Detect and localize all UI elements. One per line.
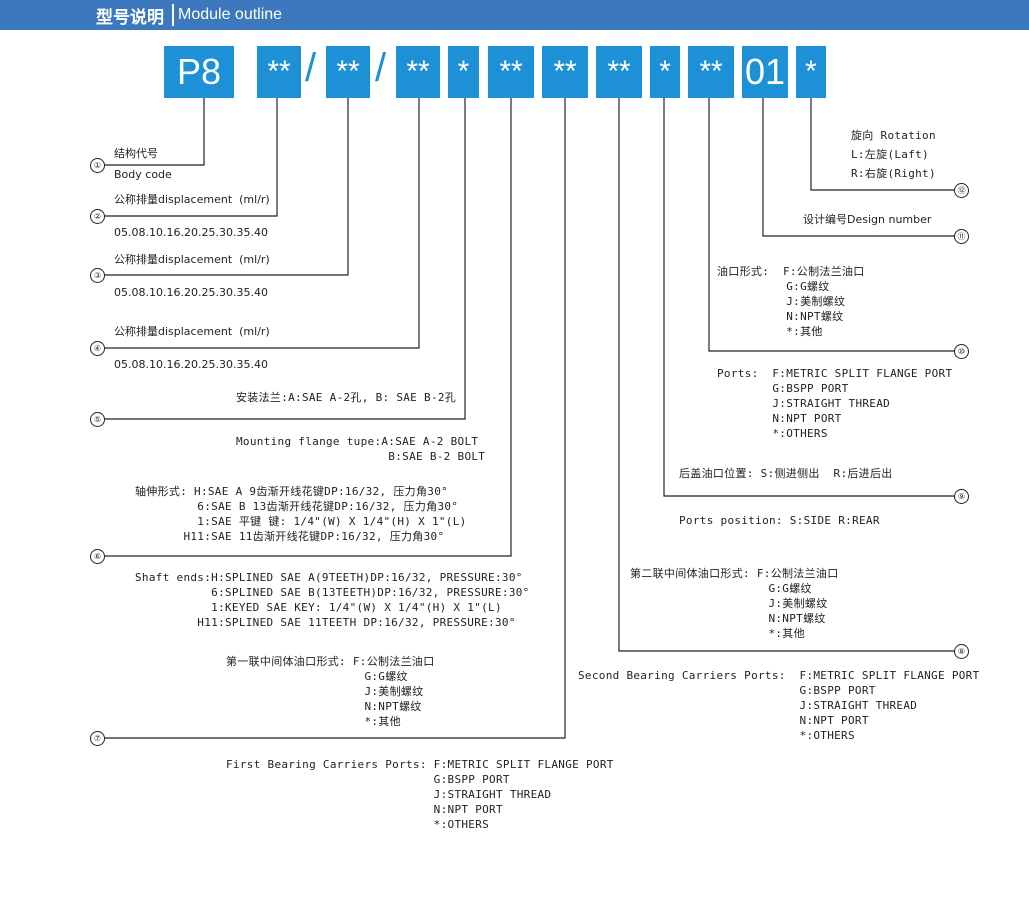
item-6-desc-en: Shaft ends:H:SPLINED SAE A(9TEETH)DP:16/… bbox=[135, 571, 530, 629]
item-6-desc-zh: 轴伸形式: H:SAE A 9齿渐开线花键DP:16/32, 压力角30° 6:… bbox=[135, 485, 467, 543]
leader-line-3 bbox=[97, 98, 349, 276]
item-number-10: ⑩ bbox=[954, 344, 969, 359]
item-12-right: R:右旋(Right) bbox=[851, 167, 936, 180]
item-11-label: 设计编号Design number bbox=[803, 213, 932, 226]
item-2-label: 公称排量displacement (ml/r) bbox=[114, 193, 270, 206]
item-9-desc-zh: 后盖油口位置: S:侧进侧出 R:后进后出 bbox=[679, 467, 893, 480]
leader-line-11 bbox=[762, 98, 955, 237]
item-number-7: ⑦ bbox=[90, 731, 105, 746]
code-box-8: ** bbox=[596, 46, 642, 98]
code-box-12: * bbox=[796, 46, 826, 98]
code-box-4: ** bbox=[396, 46, 440, 98]
item-10-desc-en: Ports: F:METRIC SPLIT FLANGE PORT G:BSPP… bbox=[717, 367, 953, 440]
item-5-desc-zh: 安装法兰:A:SAE A-2孔, B: SAE B-2孔 bbox=[236, 391, 457, 404]
item-8-desc-en: Second Bearing Carriers Ports: F:METRIC … bbox=[578, 669, 980, 742]
code-box-9: * bbox=[650, 46, 680, 98]
leader-line-4 bbox=[97, 98, 420, 349]
item-4-label: 公称排量displacement (ml/r) bbox=[114, 325, 270, 338]
leader-line-8 bbox=[618, 98, 955, 652]
item-number-12: ⑫ bbox=[954, 183, 969, 198]
code-slash-1: / bbox=[305, 46, 317, 90]
item-4-values: 05.08.10.16.20.25.30.35.40 bbox=[114, 358, 268, 371]
item-number-5: ⑤ bbox=[90, 412, 105, 427]
item-3-label: 公称排量displacement (ml/r) bbox=[114, 253, 270, 266]
item-2-values: 05.08.10.16.20.25.30.35.40 bbox=[114, 226, 268, 239]
leader-line-5 bbox=[97, 98, 466, 420]
item-number-3: ③ bbox=[90, 268, 105, 283]
code-slash-2: / bbox=[375, 46, 387, 90]
leader-line-6 bbox=[97, 98, 512, 557]
code-box-6: ** bbox=[488, 46, 534, 98]
code-box-1: P8 bbox=[164, 46, 234, 98]
item-7-desc-zh: 第一联中间体油口形式: F:公制法兰油口 G:G螺纹 J:美制螺纹 N:NPT螺… bbox=[226, 655, 435, 728]
leader-line-10 bbox=[708, 98, 955, 352]
code-box-3: ** bbox=[326, 46, 370, 98]
item-number-4: ④ bbox=[90, 341, 105, 356]
item-7-desc-en: First Bearing Carriers Ports: F:METRIC S… bbox=[226, 758, 614, 831]
leader-line-2 bbox=[97, 98, 278, 217]
item-8-desc-zh: 第二联中间体油口形式: F:公制法兰油口 G:G螺纹 J:美制螺纹 N:NPT螺… bbox=[630, 567, 839, 640]
code-box-10: ** bbox=[688, 46, 734, 98]
item-number-11: ⑪ bbox=[954, 229, 969, 244]
leader-line-9 bbox=[663, 98, 955, 497]
item-1-label-zh: 结构代号 bbox=[114, 147, 158, 160]
item-9-desc-en: Ports position: S:SIDE R:REAR bbox=[679, 514, 880, 527]
leader-line-7 bbox=[97, 98, 566, 739]
section-header: 型号说明 Module outline bbox=[0, 0, 1029, 30]
item-1-label-en: Body code bbox=[114, 168, 172, 181]
code-box-5: * bbox=[448, 46, 479, 98]
item-12-left: L:左旋(Laft) bbox=[851, 148, 929, 161]
item-number-8: ⑧ bbox=[954, 644, 969, 659]
item-12-title: 旋向 Rotation bbox=[851, 129, 936, 142]
leader-line-12 bbox=[810, 98, 955, 191]
code-box-11: 01 bbox=[742, 46, 788, 98]
header-title-zh: 型号说明 bbox=[96, 8, 164, 28]
leader-line-1 bbox=[97, 98, 205, 166]
code-box-2: ** bbox=[257, 46, 301, 98]
code-box-7: ** bbox=[542, 46, 588, 98]
item-5-desc-en: Mounting flange tupe:A:SAE A-2 BOLT B:SA… bbox=[236, 435, 486, 463]
header-title-en: Module outline bbox=[178, 6, 283, 23]
item-10-desc-zh: 油口形式: F:公制法兰油口 G:G螺纹 J:美制螺纹 N:NPT螺纹 *:其他 bbox=[717, 265, 865, 338]
item-number-2: ② bbox=[90, 209, 105, 224]
item-number-6: ⑥ bbox=[90, 549, 105, 564]
header-divider bbox=[172, 4, 174, 26]
item-number-9: ⑨ bbox=[954, 489, 969, 504]
item-number-1: ① bbox=[90, 158, 105, 173]
item-3-values: 05.08.10.16.20.25.30.35.40 bbox=[114, 286, 268, 299]
